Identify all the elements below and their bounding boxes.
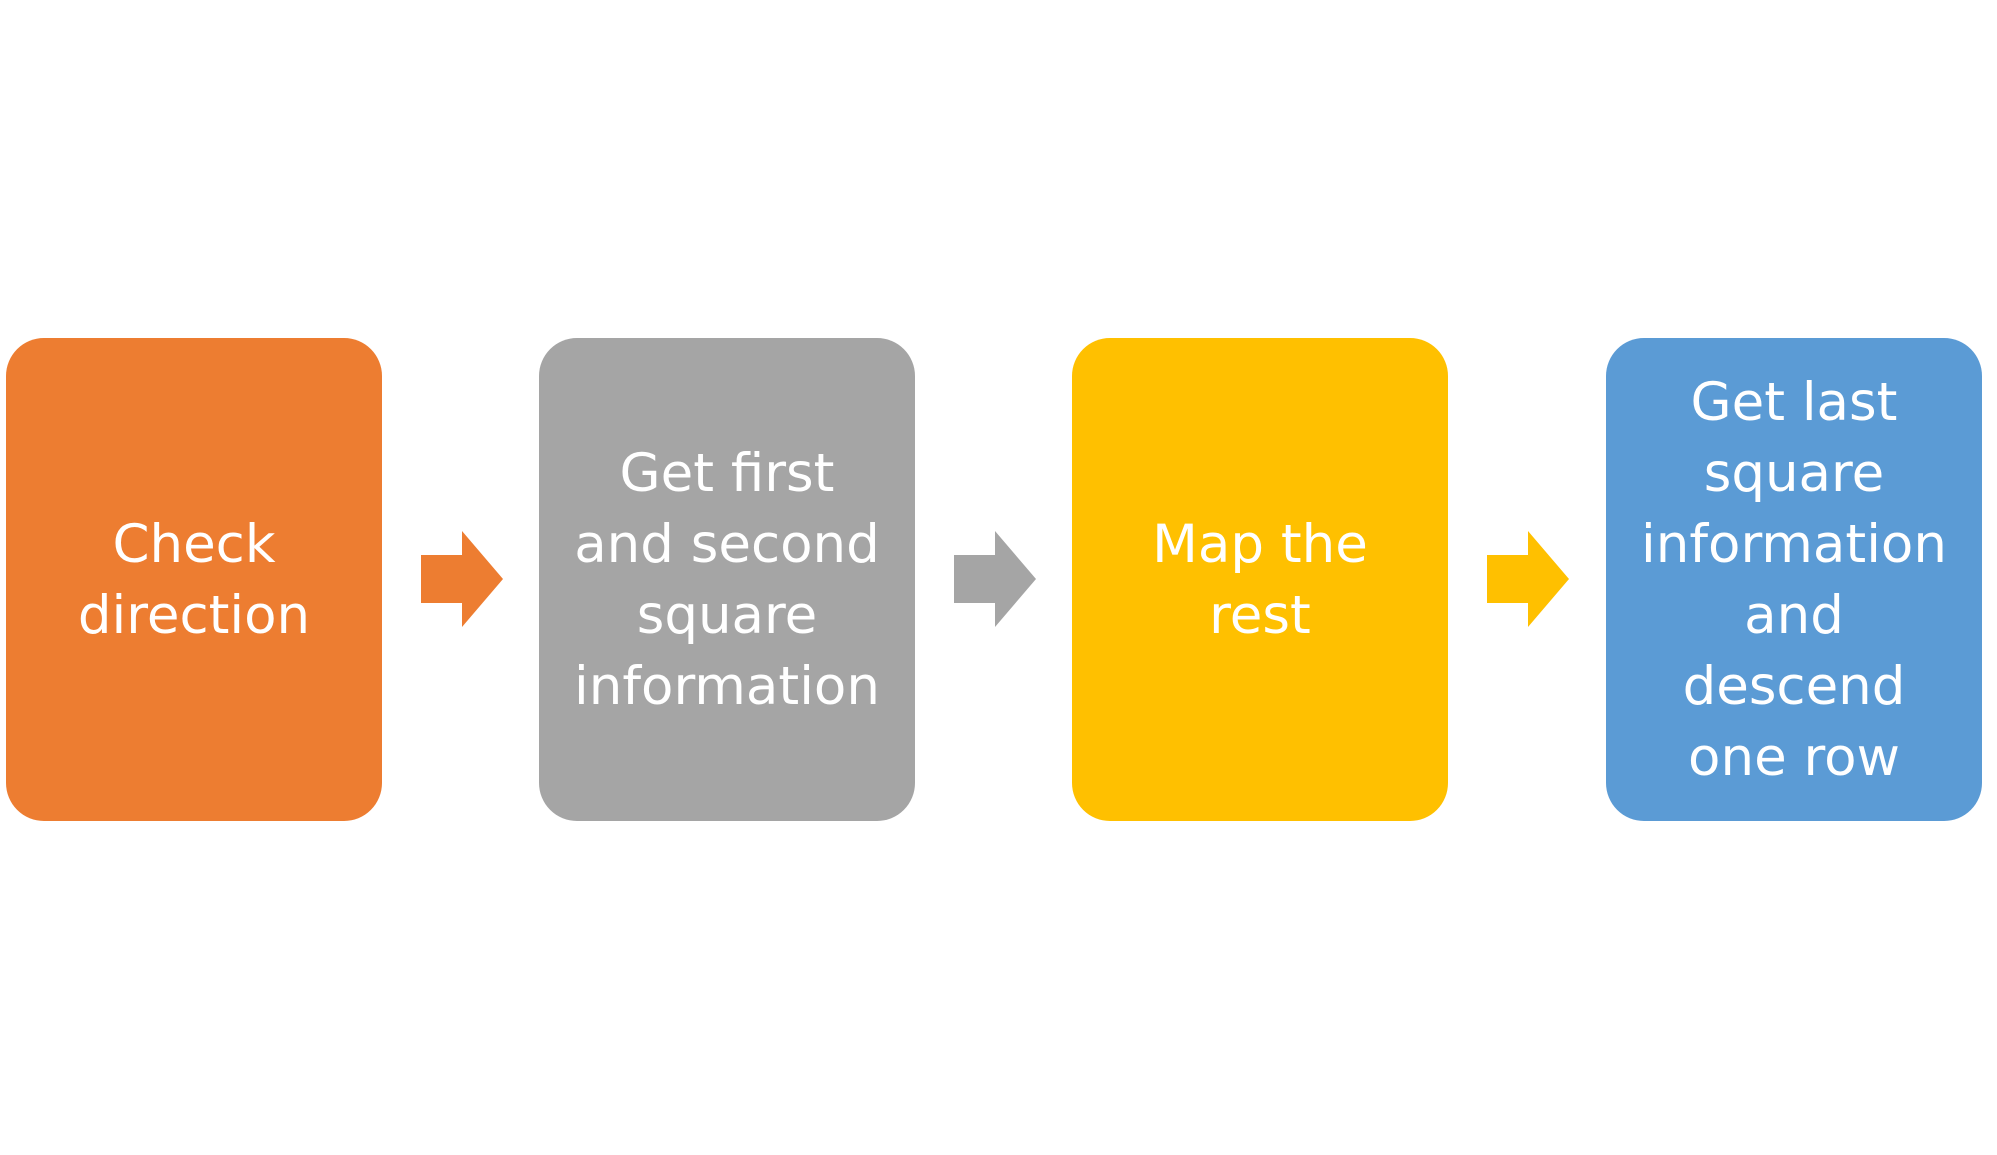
process-step-get-first-second-square: Get first and second square information xyxy=(539,338,915,821)
step-label: Get first and second square information xyxy=(574,442,880,717)
step-label: Check direction xyxy=(77,513,311,646)
step-label: Map the rest xyxy=(1152,513,1368,646)
process-step-check-direction: Check direction xyxy=(6,338,382,821)
right-arrow-icon xyxy=(421,531,503,627)
process-step-get-last-square-descend: Get last square information and descend … xyxy=(1606,338,1982,821)
step-label: Get last square information and descend … xyxy=(1641,371,1947,788)
process-step-map-the-rest: Map the rest xyxy=(1072,338,1448,821)
right-arrow-icon xyxy=(954,531,1036,627)
right-arrow-icon xyxy=(1487,531,1569,627)
